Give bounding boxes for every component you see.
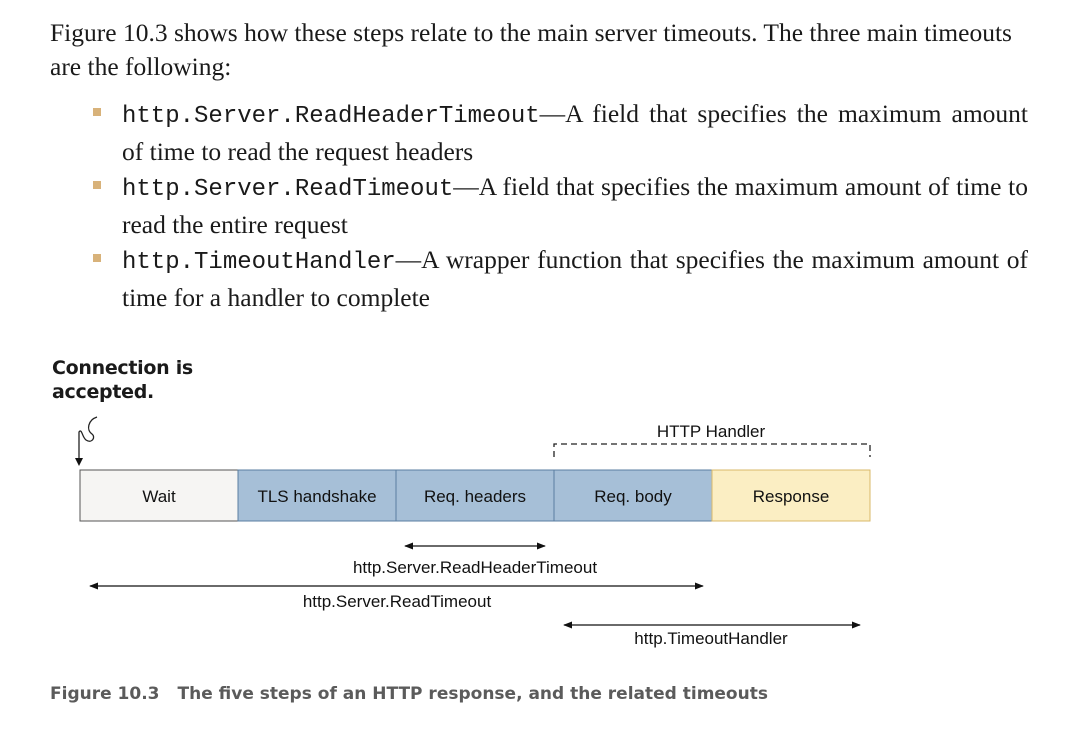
- intro-paragraph: Figure 10.3 shows how these steps relate…: [50, 18, 1012, 81]
- handler-bracket-label: HTTP Handler: [657, 422, 766, 441]
- squiggle-arrow-icon: [78, 416, 98, 462]
- code-term: http.TimeoutHandler: [122, 249, 396, 276]
- code-term: http.Server.ReadTimeout: [122, 176, 454, 203]
- step-label: TLS handshake: [257, 487, 376, 506]
- step-wait: [79, 469, 239, 522]
- figure-caption: Figure 10.3 The five steps of an HTTP res…: [50, 684, 768, 704]
- step-label: Req. headers: [424, 487, 526, 506]
- step-req-headers: [395, 469, 555, 522]
- item-description: —A field that specifies the maximum amou…: [122, 99, 1028, 166]
- timeout-list: http.Server.ReadHeaderTimeout—A field th…: [93, 96, 1028, 315]
- step-label: Response: [753, 487, 830, 506]
- connection-accepted-note: Connection is accepted.: [52, 357, 193, 403]
- read-header-timeout-label: http.Server.ReadHeaderTimeout: [353, 558, 597, 577]
- list-item: http.Server.ReadHeaderTimeout—A field th…: [93, 96, 1028, 169]
- figure-number: Figure 10.3: [50, 684, 160, 704]
- item-description: —A wrapper function that specifies the m…: [122, 245, 1028, 312]
- timeout-handler-label: http.TimeoutHandler: [634, 629, 788, 648]
- steps-bar: Wait TLS handshake Req. headers Req. bod…: [79, 469, 871, 522]
- list-item: http.TimeoutHandler—A wrapper function t…: [93, 242, 1028, 315]
- step-label: Req. body: [594, 487, 672, 506]
- bullet-square-icon: [93, 108, 101, 116]
- step-response: [711, 469, 871, 522]
- bullet-square-icon: [93, 254, 101, 262]
- handler-bracket: [553, 443, 871, 457]
- figure-caption-text: The five steps of an HTTP response, and …: [177, 684, 768, 704]
- list-item: http.Server.ReadTimeout—A field that spe…: [93, 169, 1028, 242]
- read-timeout-label: http.Server.ReadTimeout: [303, 592, 492, 611]
- item-description: —A field that specifies the maximum amou…: [122, 172, 1028, 239]
- arrowhead-icon: [75, 458, 83, 466]
- step-label: Wait: [142, 487, 176, 506]
- code-term: http.Server.ReadHeaderTimeout: [122, 103, 540, 130]
- bullet-square-icon: [93, 181, 101, 189]
- step-tls-handshake: [237, 469, 397, 522]
